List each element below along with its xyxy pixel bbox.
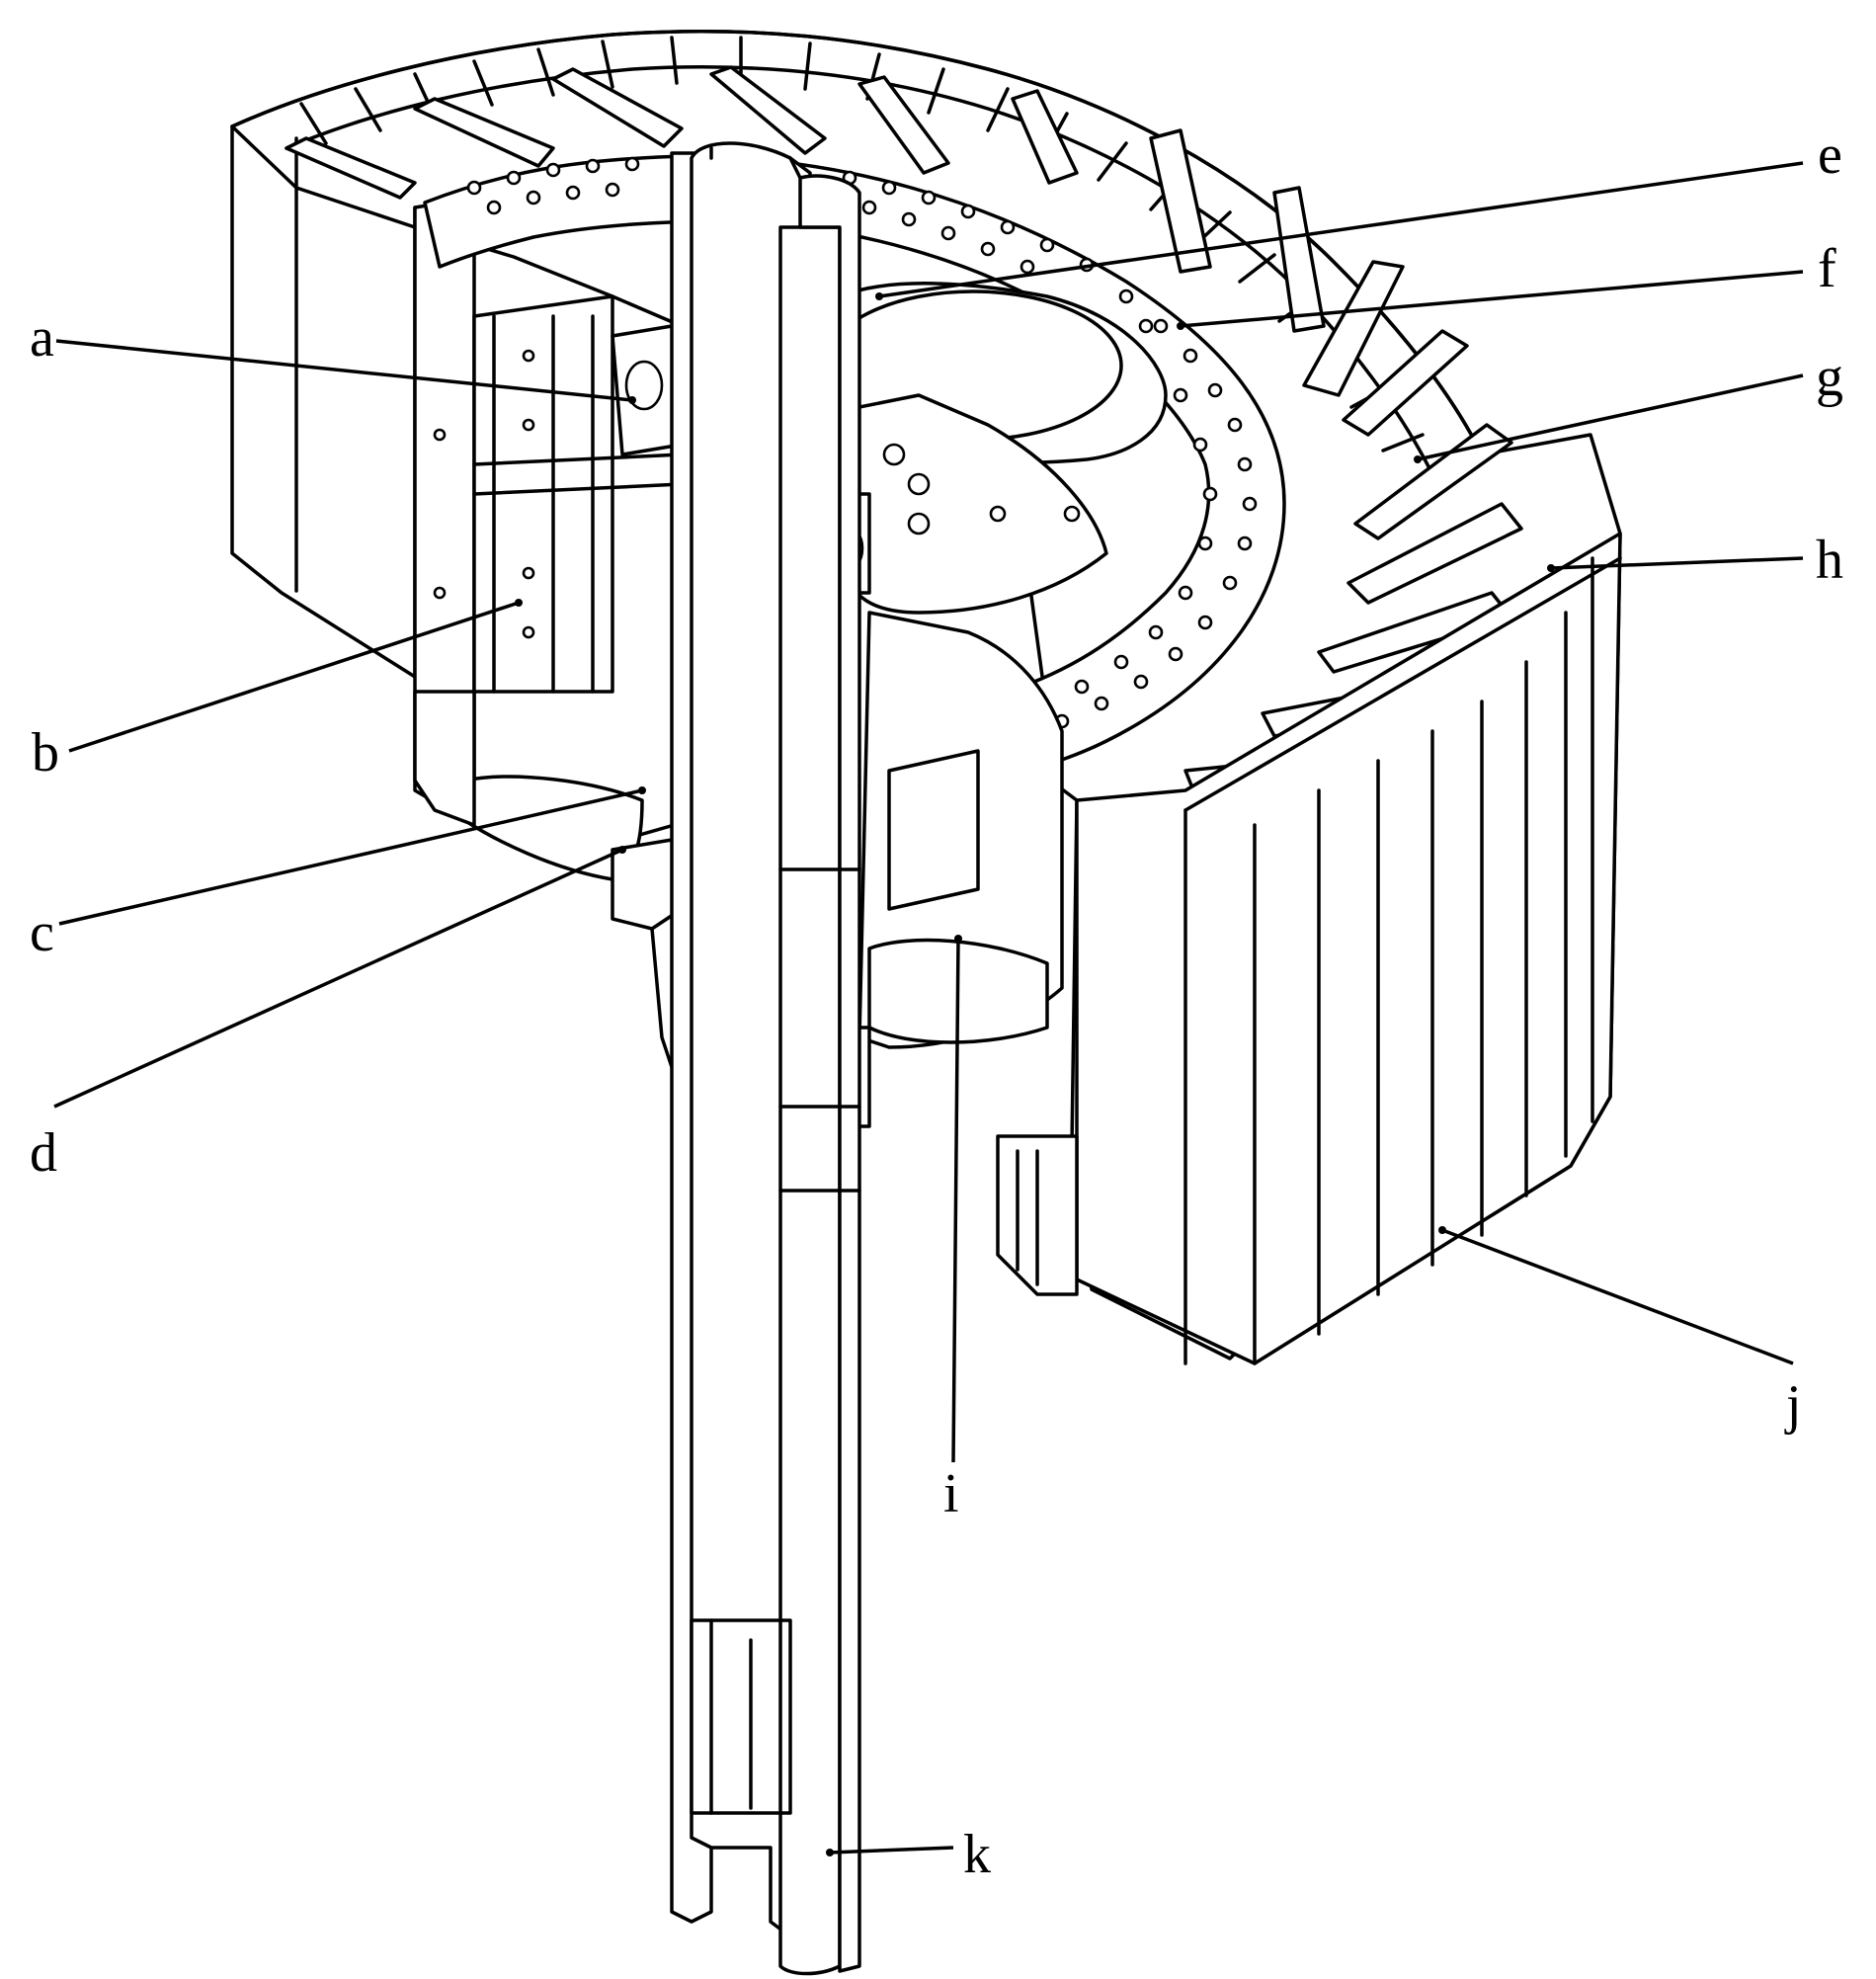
label-k: k [963, 1824, 991, 1885]
vertical-shaft [670, 141, 861, 1976]
leader-g [1417, 373, 1804, 461]
lower-clamp-blocks [413, 690, 1079, 1296]
label-j: j [1784, 1374, 1802, 1436]
label-a: a [30, 307, 54, 369]
part-labels: a b c d e f g h i j k [30, 124, 1843, 1885]
leader-lines [53, 161, 1804, 1856]
label-e: e [1818, 124, 1842, 186]
leader-b [68, 601, 520, 753]
stator-core-block [1075, 532, 1622, 1365]
leader-i [951, 938, 960, 1463]
rotor-spider-hub [616, 282, 1168, 1128]
label-g: g [1816, 347, 1843, 408]
leader-j [1441, 1228, 1794, 1365]
label-i: i [943, 1463, 959, 1525]
leader-f [1180, 270, 1804, 328]
leader-k [829, 1846, 954, 1855]
leader-a [55, 339, 633, 402]
leader-c [58, 788, 643, 926]
label-c: c [30, 902, 54, 963]
leader-h [1550, 556, 1804, 570]
leader-d [53, 848, 623, 1109]
label-b: b [32, 722, 59, 783]
label-d: d [30, 1122, 57, 1184]
leader-e [878, 161, 1804, 298]
label-h: h [1816, 530, 1843, 591]
label-f: f [1818, 238, 1836, 299]
